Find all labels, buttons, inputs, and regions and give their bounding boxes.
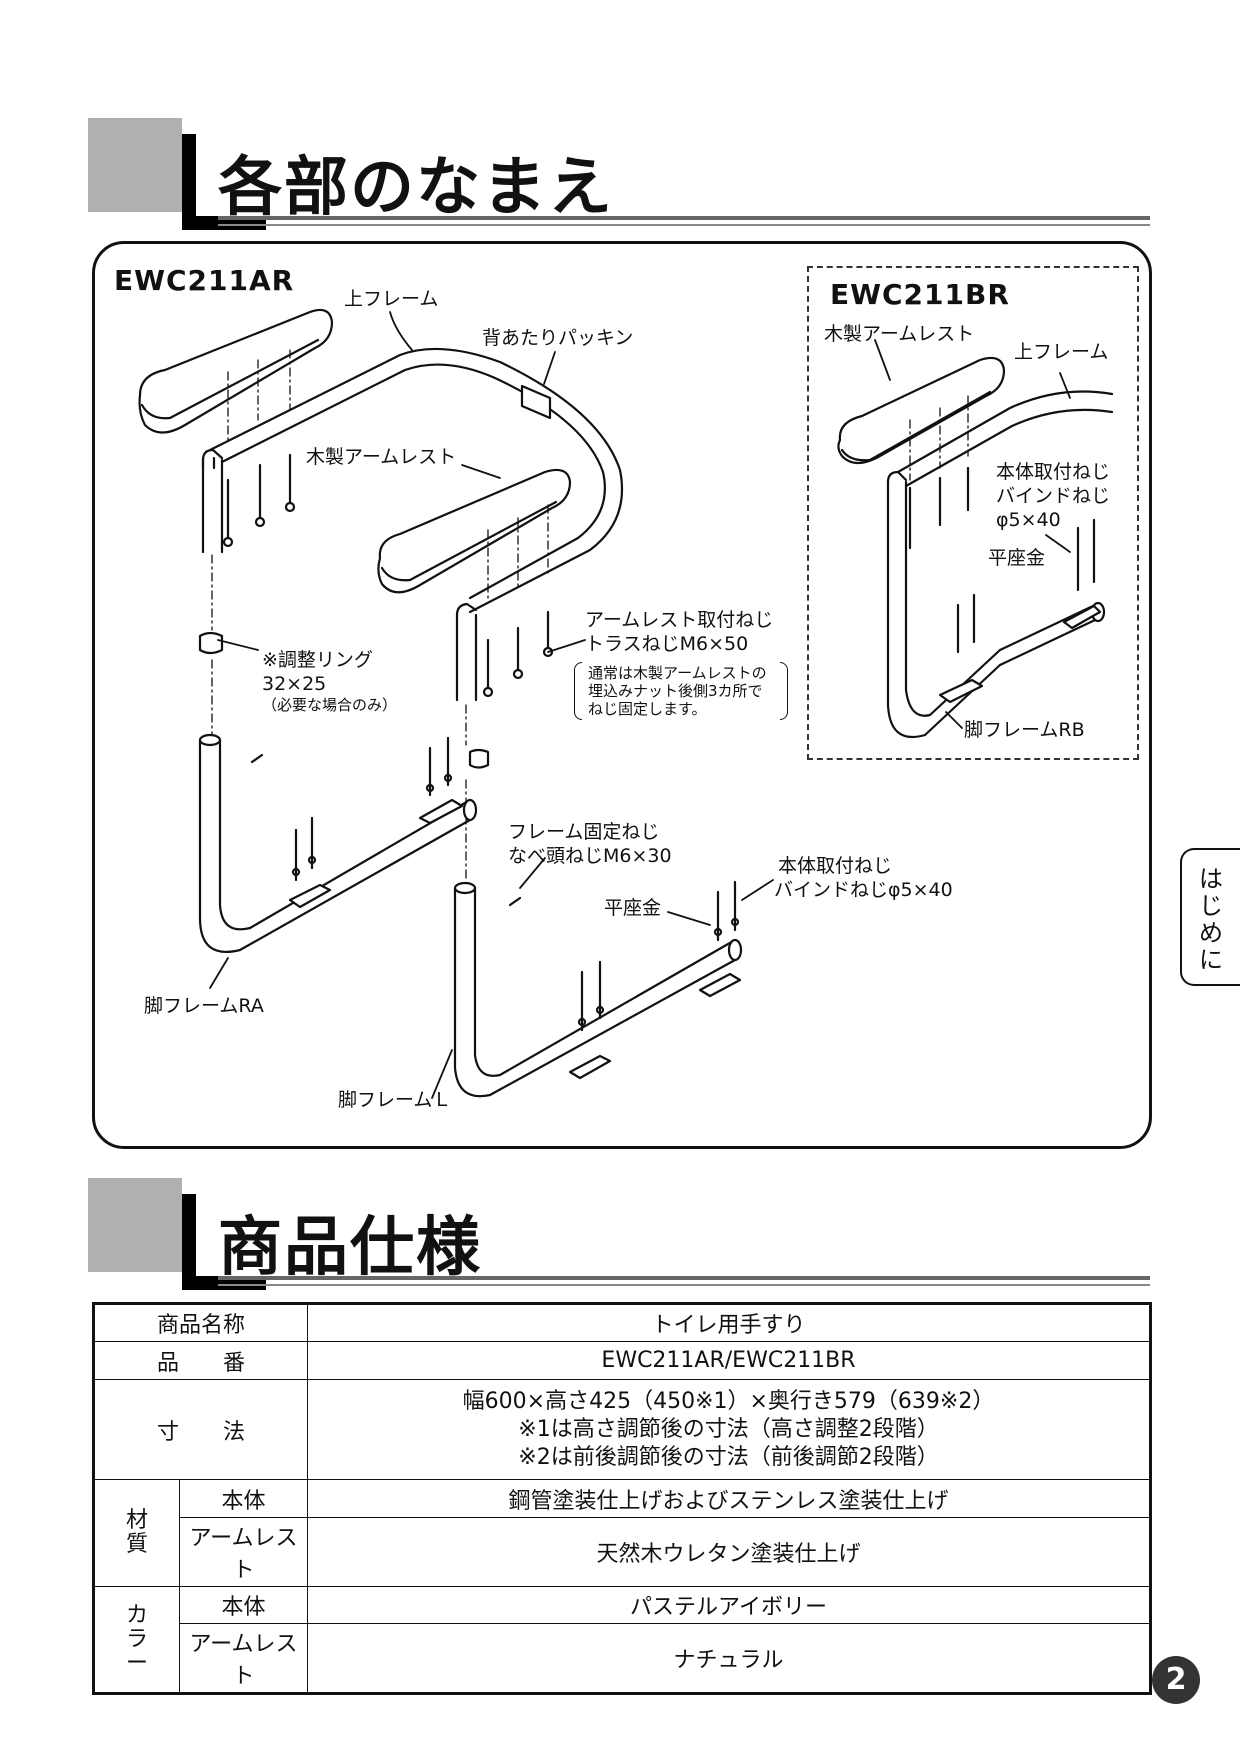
spec-label-material: 材質	[93, 1479, 180, 1587]
leader-lines-b	[874, 339, 1071, 729]
page-number: 2	[1152, 1656, 1200, 1704]
header-rule	[218, 216, 1150, 220]
table-row: アームレスト ナチュラル	[94, 1623, 1151, 1694]
label-wood-armrest-b: 木製アームレスト	[824, 323, 975, 345]
label-washer-a: 平座金	[604, 897, 662, 919]
armrest-left-a	[138, 308, 334, 434]
spec-sublabel: アームレスト	[179, 1517, 308, 1587]
model-label-b: EWC211BR	[830, 278, 1010, 311]
section-title-names: 各部のなまえ	[218, 151, 614, 225]
table-row: 品 番 EWC211AR/EWC211BR	[93, 1341, 1151, 1380]
label-body-screw-a: 本体取付ねじ バインドねじφ5×40	[774, 855, 953, 901]
spec-label: 寸 法	[93, 1379, 308, 1480]
leg-frame-ra	[198, 733, 478, 953]
spec-label-color: カラー	[93, 1586, 180, 1694]
label-leg-l: 脚フレームＬ	[338, 1089, 452, 1111]
label-leg-ra: 脚フレームRA	[144, 995, 264, 1017]
spec-label: 商品名称	[93, 1303, 308, 1342]
section-header-spec: 商品仕様	[88, 1178, 1150, 1298]
spec-table: 商品名称 トイレ用手すり 品 番 EWC211AR/EWC211BR 寸 法 幅…	[92, 1302, 1152, 1695]
header-gray-square	[88, 118, 182, 212]
label-upper-frame-a: 上フレーム	[344, 288, 439, 310]
label-upper-frame-b: 上フレーム	[1014, 341, 1109, 363]
header-gray-square	[88, 1178, 182, 1272]
model-b-dashed-box	[807, 266, 1139, 760]
header-rule	[218, 1276, 1150, 1280]
spec-value: パステルアイボリー	[307, 1586, 1151, 1624]
spec-value: トイレ用手すり	[307, 1303, 1151, 1342]
spec-value-dims: 幅600×高さ425（450※1）×奥行き579（639※2） ※1は高さ調節後…	[307, 1379, 1151, 1480]
label-frame-screw: フレーム固定ねじ なべ頭ねじM6×30	[508, 821, 672, 867]
table-row: 寸 法 幅600×高さ425（450※1）×奥行き579（639※2） ※1は高…	[93, 1379, 1151, 1480]
armrest-b	[837, 356, 1006, 465]
spec-value: 鋼管塗装仕上げおよびステンレス塗装仕上げ	[307, 1479, 1151, 1518]
armrest-screws-a	[222, 453, 554, 698]
spec-sublabel: アームレスト	[179, 1623, 308, 1694]
spec-sublabel: 本体	[179, 1479, 308, 1518]
table-row: 材質 本体 鋼管塗装仕上げおよびステンレス塗装仕上げ	[93, 1479, 1151, 1587]
adjustment-ring	[198, 631, 224, 655]
parts-diagram	[138, 308, 1114, 1099]
armrest-note: 通常は木製アームレストの 埋込みナット後側3カ所で ねじ固定します。	[574, 662, 788, 720]
label-armrest-screw: アームレスト取付ねじ トラスねじM6×50	[585, 609, 774, 655]
spec-value: 天然木ウレタン塗装仕上げ	[307, 1517, 1151, 1587]
model-label-a: EWC211AR	[114, 264, 295, 297]
label-adjust-ring: ※調整リング 32×25 （必要な場合のみ）	[262, 649, 398, 714]
section-header-names: 各部のなまえ	[88, 118, 1150, 238]
spec-sublabel: 本体	[179, 1586, 308, 1624]
spec-label: 品 番	[93, 1341, 308, 1380]
header-rule-thin	[218, 224, 1150, 226]
label-wood-armrest-a: 木製アームレスト	[306, 446, 457, 468]
spec-value: EWC211AR/EWC211BR	[307, 1341, 1151, 1380]
leader-lines-a	[209, 311, 774, 1099]
table-row: カラー 本体 パステルアイボリー	[93, 1586, 1151, 1694]
label-back-packing: 背あたりパッキン	[482, 327, 634, 349]
table-row: 商品名称 トイレ用手すり	[93, 1303, 1151, 1342]
upper-frame-b	[886, 390, 1114, 739]
guide-lines-a	[211, 349, 549, 881]
leg-frame-l	[453, 880, 743, 1098]
table-row: アームレスト 天然木ウレタン塗装仕上げ	[94, 1517, 1151, 1587]
section-title-spec: 商品仕様	[218, 1211, 482, 1285]
label-leg-rb: 脚フレームRB	[964, 719, 1085, 741]
spec-value: ナチュラル	[307, 1623, 1151, 1694]
header-rule-thin	[218, 1284, 1150, 1286]
label-washer-b: 平座金	[988, 547, 1046, 569]
upper-frame-a	[201, 347, 624, 702]
side-tab-introduction[interactable]: はじめに	[1180, 848, 1240, 986]
armrest-right-a	[377, 468, 572, 594]
guide-lines-b	[909, 395, 969, 481]
parts-diagram-box	[92, 241, 1152, 1149]
label-body-screw-b: 本体取付ねじ バインドねじ φ5×40	[996, 461, 1111, 531]
